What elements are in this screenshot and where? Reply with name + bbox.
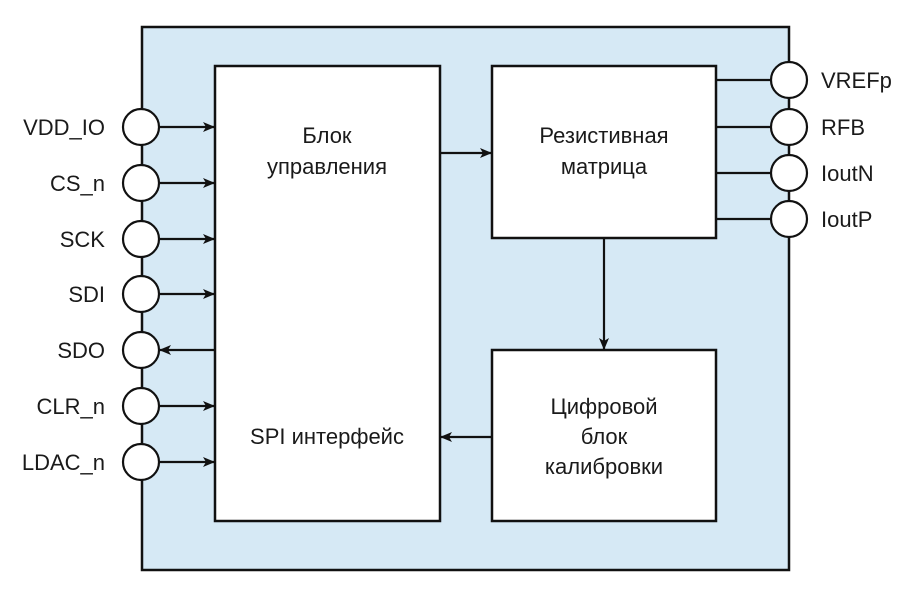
left-pin: VDD_IO [23,107,215,147]
calibration-block [490,348,718,523]
pin-pad-icon [769,107,809,147]
pin-label: VREFp [821,68,892,93]
pin-label: SDO [57,338,105,363]
pin-label: IoutN [821,161,874,186]
pin-pad-icon [121,442,161,482]
pin-label: CS_n [50,171,105,196]
right-pin: RFB [716,107,865,147]
left-pin: LDAC_n [22,442,215,482]
matrix-block-title-line1: Резистивная [539,123,668,148]
pin-label: LDAC_n [22,450,105,475]
pin-label: VDD_IO [23,115,105,140]
left-pin: SDO [57,330,215,370]
pin-label: RFB [821,115,865,140]
right-pin: IoutP [716,199,872,239]
pin-pad-icon [121,219,161,259]
left-pin: SCK [60,219,215,259]
control-block [213,64,442,523]
pin-pad-icon [769,199,809,239]
pin-pad-icon [121,107,161,147]
pin-label: SDI [68,282,105,307]
right-pin: IoutN [716,153,874,193]
spi-interface-label: SPI интерфейс [250,424,404,449]
right-pin: VREFp [716,60,892,100]
pin-pad-icon [121,274,161,314]
pin-pad-icon [121,163,161,203]
calibration-block-title-line3: калибровки [545,454,663,479]
control-block-title-line2: управления [267,154,387,179]
pin-pad-icon [769,153,809,193]
calibration-block-title-line1: Цифровой [550,394,657,419]
matrix-block-title-line2: матрица [561,154,648,179]
pin-label: CLR_n [37,394,105,419]
left-pin: CLR_n [37,386,215,426]
pin-pad-icon [121,386,161,426]
pin-label: IoutP [821,207,872,232]
pin-pad-icon [121,330,161,370]
left-pin: SDI [68,274,215,314]
calibration-block-title-line2: блок [581,424,628,449]
left-pin: CS_n [50,163,215,203]
pin-label: SCK [60,227,106,252]
control-block-title-line1: Блок [302,123,352,148]
pin-pad-icon [769,60,809,100]
resistive-matrix-block [490,64,718,240]
